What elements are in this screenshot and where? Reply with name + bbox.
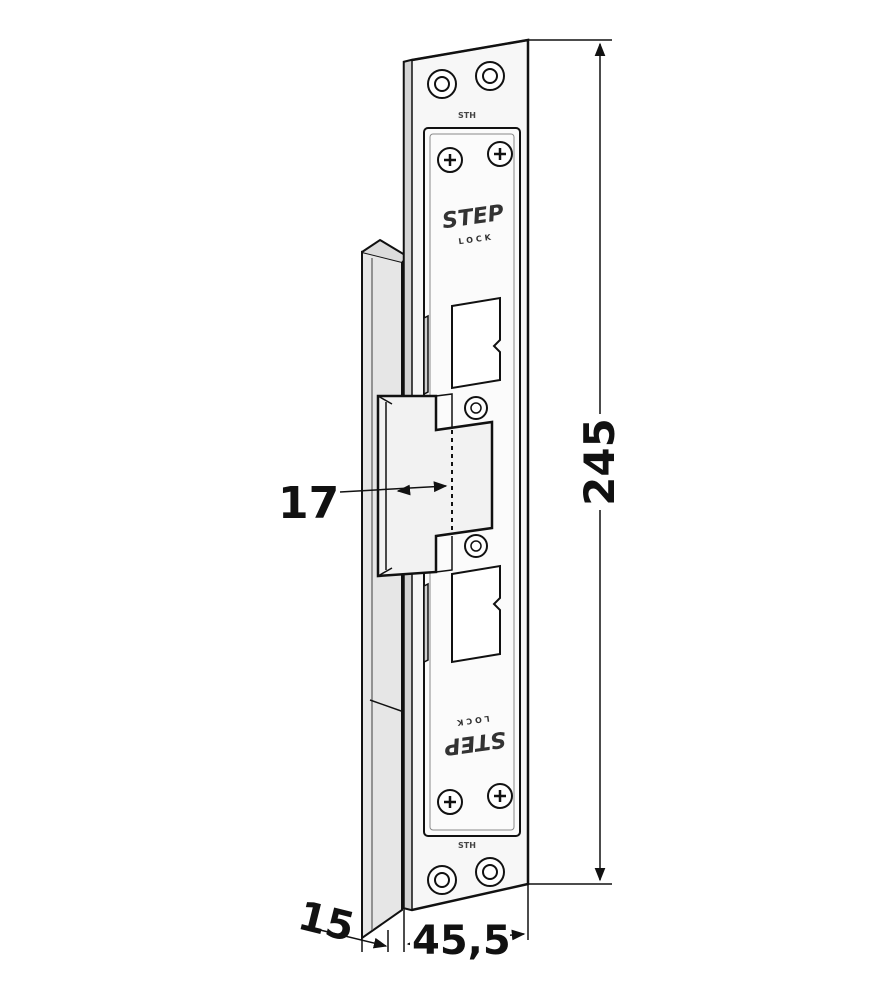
plate-marking-bottom: STH [458, 841, 476, 850]
dimension-depth-label: 15 [294, 893, 359, 951]
mounting-hole-bottom-right [475, 857, 505, 887]
mounting-hole-top-right [475, 61, 505, 91]
slot-upper [451, 296, 501, 390]
mounting-hole-bottom-left [427, 865, 457, 895]
dimension-opening: 17 [278, 478, 448, 529]
screw-top-left [437, 147, 463, 173]
screw-bottom-right [487, 783, 513, 809]
screw-top-right [487, 141, 513, 167]
dimension-opening-label: 17 [278, 478, 339, 529]
screw-center-upper [464, 396, 488, 420]
dimension-height: 245 [528, 39, 624, 885]
screw-bottom-left [437, 789, 463, 815]
plate-marking-top: STH [458, 111, 476, 120]
dimension-width: 45,5 [403, 884, 529, 964]
mounting-hole-top-left [427, 69, 457, 99]
dimension-height-label: 245 [575, 418, 624, 506]
slot-lower [451, 564, 501, 664]
screw-center-lower [464, 534, 488, 558]
dimension-width-label: 45,5 [412, 918, 511, 964]
